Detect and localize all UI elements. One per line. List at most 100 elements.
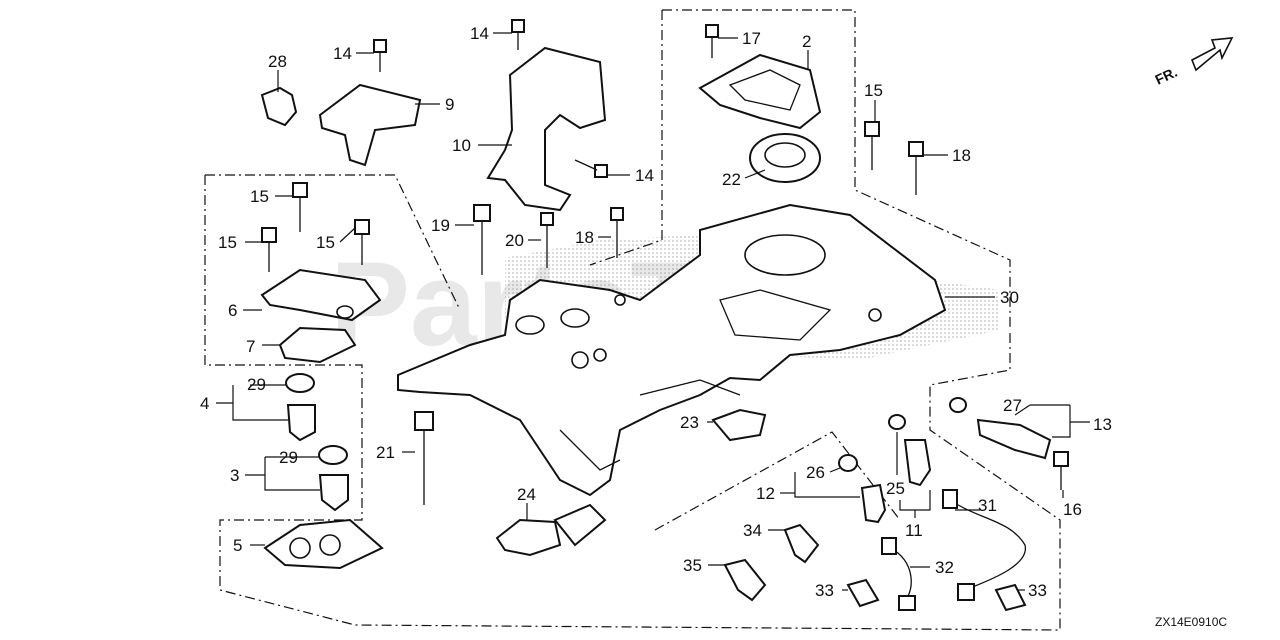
bolt-part-21 [414,411,434,505]
bolt-part-15c [261,227,277,272]
gasket-part-23 [711,408,767,442]
callout-labels: 28 14 9 14 10 14 17 2 22 15 18 15 15 15 … [200,24,1112,600]
housing-hole-1 [289,537,311,559]
callout-17: 17 [742,29,761,48]
seal-part-29a [285,373,315,393]
bolt-part-15b [292,182,308,232]
washer-part-25 [888,414,906,430]
callout-26: 26 [806,463,825,482]
callout-15: 15 [218,233,237,252]
dash-frame-center [589,10,663,266]
dash-frame-top-left [205,174,461,311]
callout-4: 4 [200,394,209,413]
callout-10: 10 [452,136,471,155]
oil-seal-part-22 [749,133,821,183]
seal-part-29b [318,445,348,465]
thermostat-part-4 [286,404,316,442]
gasket-part-24a [495,518,562,557]
callout-23: 23 [680,413,699,432]
housing-hole-2 [319,534,341,556]
callout-11: 11 [905,521,923,540]
bolt-part-15d [354,219,370,265]
clamp-part-35 [723,558,767,602]
bolt-part-16 [1053,451,1069,490]
cover-outlet [336,305,354,319]
bolt-part-20 [540,212,554,268]
clip-part-28 [260,86,298,127]
callout-28: 28 [268,52,287,71]
callout-29: 29 [279,448,298,467]
clip-part-33a [846,578,880,608]
callout-35: 35 [683,556,702,575]
callout-15: 15 [316,233,335,252]
bracket-part-9 [318,83,422,167]
intake-manifold-frame [397,203,947,497]
bolt-part-14b [511,19,525,50]
bolt-part-18a [908,141,924,195]
callout-31: 31 [978,496,997,515]
callout-29: 29 [247,375,266,394]
callout-9: 9 [445,95,454,114]
harness-31-connector [942,489,958,509]
callout-5: 5 [233,536,242,555]
callout-25: 25 [886,479,905,498]
bolt-part-17 [705,24,719,58]
callout-12: 12 [756,484,775,503]
callout-15: 15 [250,187,269,206]
callout-18: 18 [575,228,594,247]
cover-part-2 [698,53,822,130]
callout-7: 7 [246,337,255,356]
cover-inner-line [728,69,801,111]
clamp-part-34 [783,523,820,564]
sensor-part-13 [976,418,1052,460]
oring-part-27 [949,397,967,413]
harness-32-connector [881,537,897,555]
bolt-part-18b [610,207,624,258]
dash-frame-left [204,175,1061,631]
dash-frame-sensor [654,431,901,531]
callout-30: 30 [1000,288,1019,307]
callout-15: 15 [864,81,883,100]
dash-frame-right [662,9,1011,330]
callout-24: 24 [517,485,536,504]
callout-33: 33 [1028,581,1047,600]
callout-14: 14 [470,24,489,43]
callout-33: 33 [815,581,834,600]
callout-32: 32 [935,558,954,577]
callout-20: 20 [505,231,524,250]
callout-13: 13 [1093,415,1112,434]
washer-part-26 [838,454,858,472]
thermostat-part-3 [318,474,349,512]
callout-6: 6 [228,301,237,320]
gasket-part-24b [553,503,607,547]
bolt-part-15a [864,121,880,170]
callout-3: 3 [230,466,239,485]
harness-part-32 [889,547,912,601]
leader-lines [216,32,1090,591]
sensor-part-11 [903,439,932,487]
callout-2: 2 [802,32,811,51]
front-direction-label: FR. [1153,64,1180,88]
callout-14: 14 [333,44,352,63]
bolt-part-19 [473,204,491,275]
callout-22: 22 [722,170,741,189]
bracket-part-10 [486,46,607,212]
harness-part-31 [949,499,1026,589]
front-direction-arrow: FR. [1153,37,1234,88]
harness-31-plug [957,583,975,601]
drawing-code: ZX14E0910C [1155,615,1227,629]
sensor-part-12 [860,483,887,524]
harness-32-plug [898,595,916,611]
clip-part-33b [994,583,1027,612]
bolt-part-14a [373,39,387,72]
callout-14: 14 [635,166,654,185]
callout-27: 27 [1003,396,1022,415]
callout-34: 34 [743,521,762,540]
callout-18: 18 [952,146,971,165]
callout-16: 16 [1063,500,1082,519]
callout-21: 21 [376,443,395,462]
gasket-part-7 [278,326,357,364]
callout-19: 19 [431,216,450,235]
